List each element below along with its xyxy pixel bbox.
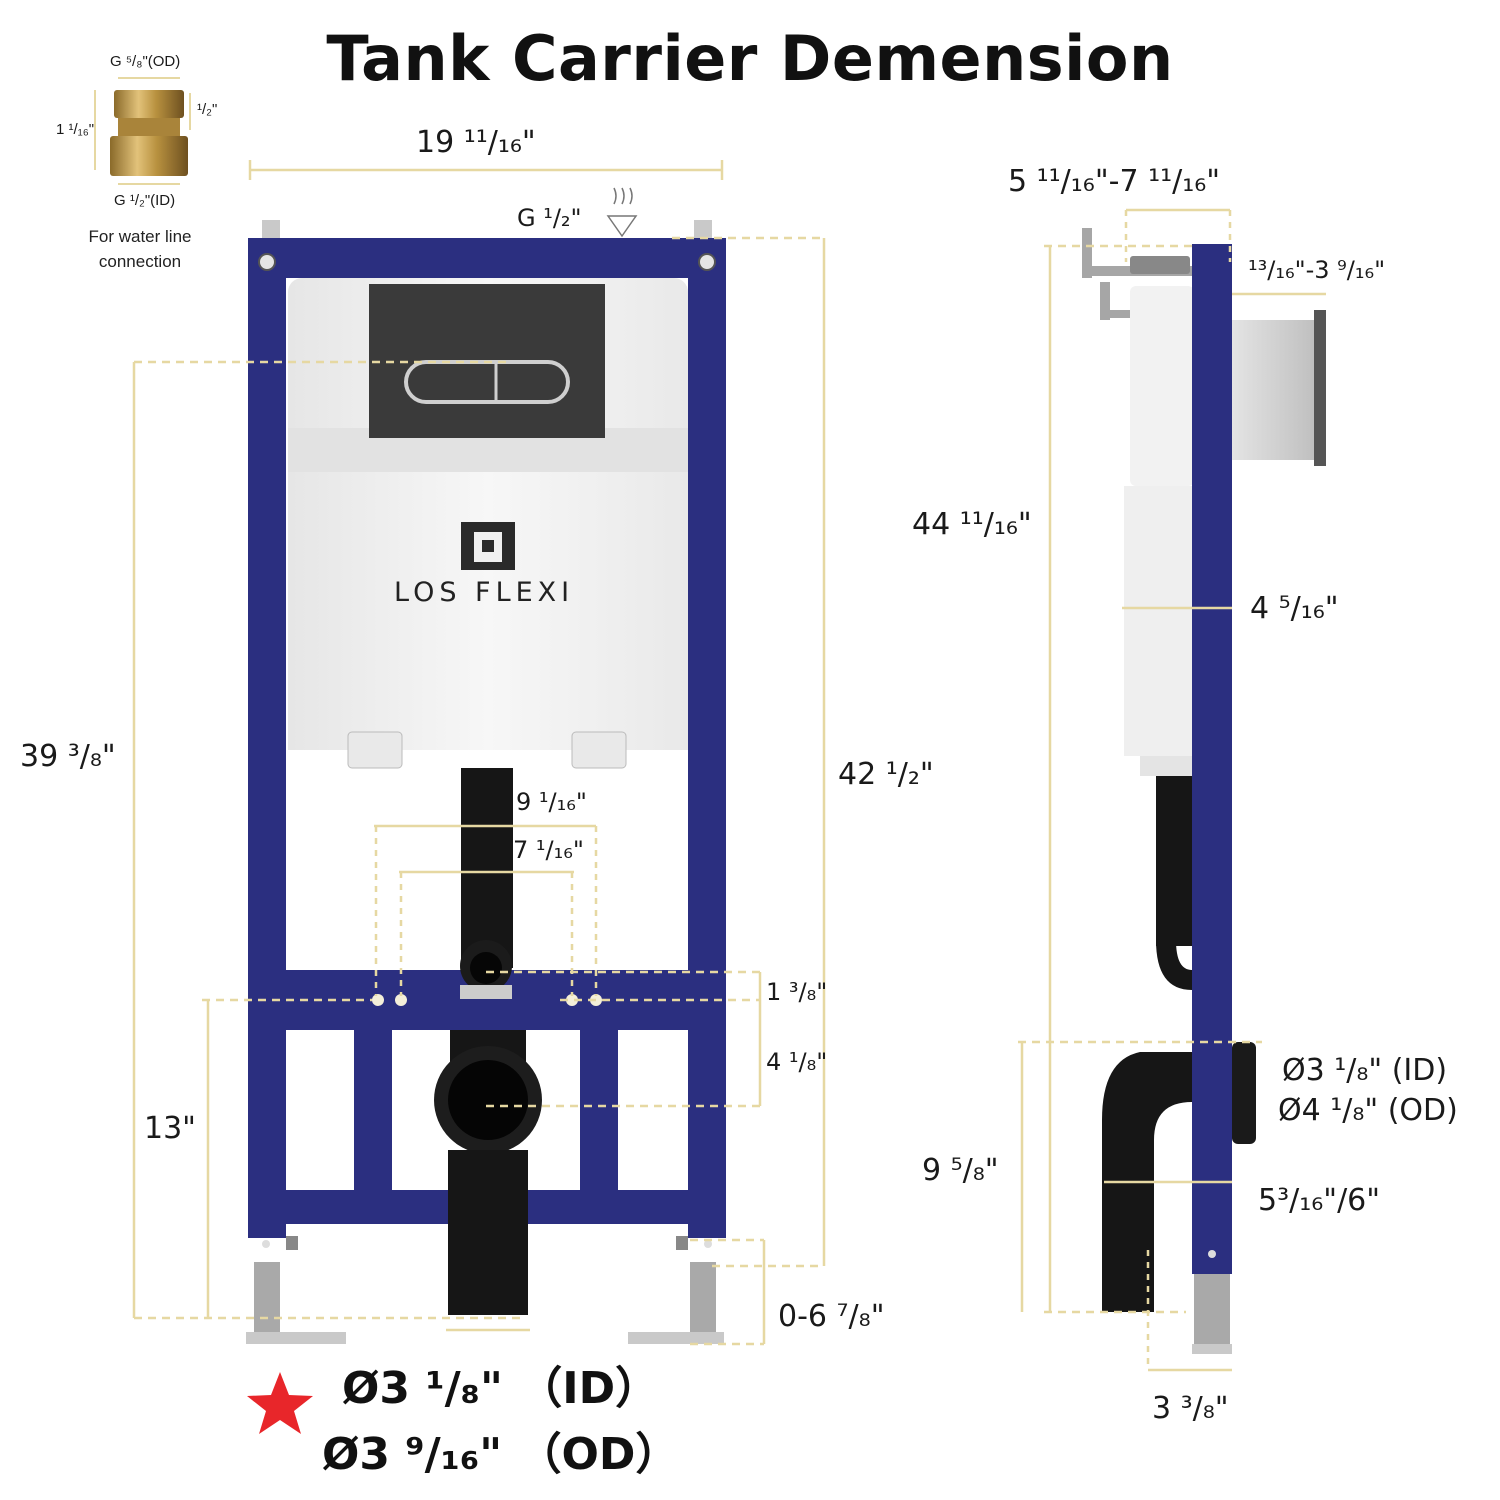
brand-name: LOS FLEXI <box>394 577 575 608</box>
fitting-note: For water line connection <box>88 227 192 271</box>
side-dimension-lines <box>1018 208 1326 1372</box>
outlet-od-label: Ø4 ¹/₈" (OD) <box>1278 1093 1458 1128</box>
outlet-height-label: 9 ⁵/₈" <box>922 1153 999 1188</box>
inlet-label: G ¹/₂" <box>517 204 582 232</box>
wall-range-label: 5 ¹¹/₁₆"-7 ¹¹/₁₆" <box>1008 164 1221 199</box>
outlet-id-label: Ø3 ¹/₈" (ID) <box>1282 1053 1448 1088</box>
page-title: Tank Carrier Demension <box>326 22 1174 95</box>
cistern-tank <box>288 278 688 769</box>
offset-drain-label: 4 ¹/₈" <box>766 1048 828 1076</box>
plate-range-label: ¹³/₁₆"-3 ⁹/₁₆" <box>1248 256 1386 284</box>
bottom-depth-label: 3 ³/₈" <box>1152 1391 1229 1426</box>
dimension-lines <box>132 160 826 1346</box>
front-frame <box>246 220 726 1344</box>
fitting-height-label: 1 ¹/₁₆" <box>56 121 95 138</box>
outlet-depth-label: 5³/₁₆"/6" <box>1258 1183 1381 1218</box>
inlet-arrow <box>606 187 638 238</box>
fitting-od-label: G ⁵/₈"(OD) <box>110 53 181 70</box>
bolt-outer-label: 9 ¹/₁₆" <box>516 788 587 816</box>
width-label: 19 ¹¹/₁₆" <box>416 125 536 160</box>
fitting-id-label: G ¹/₂"(ID) <box>114 192 176 209</box>
pipe-od-spec: Ø3 ⁹/₁₆" （OD） <box>322 1429 680 1480</box>
depth-label: 4 ⁵/₁₆" <box>1250 591 1339 626</box>
bolt-inner-label: 7 ¹/₁₆" <box>513 836 584 864</box>
offset-small-label: 1 ³/₈" <box>766 978 828 1006</box>
pipe-id-spec: Ø3 ¹/₈" （ID） <box>342 1363 660 1414</box>
side-view <box>1082 228 1326 1354</box>
fitting-side-label: ¹/₂" <box>197 101 218 118</box>
brass-fitting <box>94 77 191 185</box>
height-left-label: 39 ³/₈" <box>20 739 116 774</box>
bolt-height-label: 13" <box>144 1111 196 1146</box>
total-height-label: 44 ¹¹/₁₆" <box>912 507 1032 542</box>
star-icon <box>247 1372 313 1434</box>
front-pipes <box>434 768 542 1315</box>
leg-adjust-label: 0-6 ⁷/₈" <box>778 1299 885 1334</box>
height-right-label: 42 ¹/₂" <box>838 757 934 792</box>
